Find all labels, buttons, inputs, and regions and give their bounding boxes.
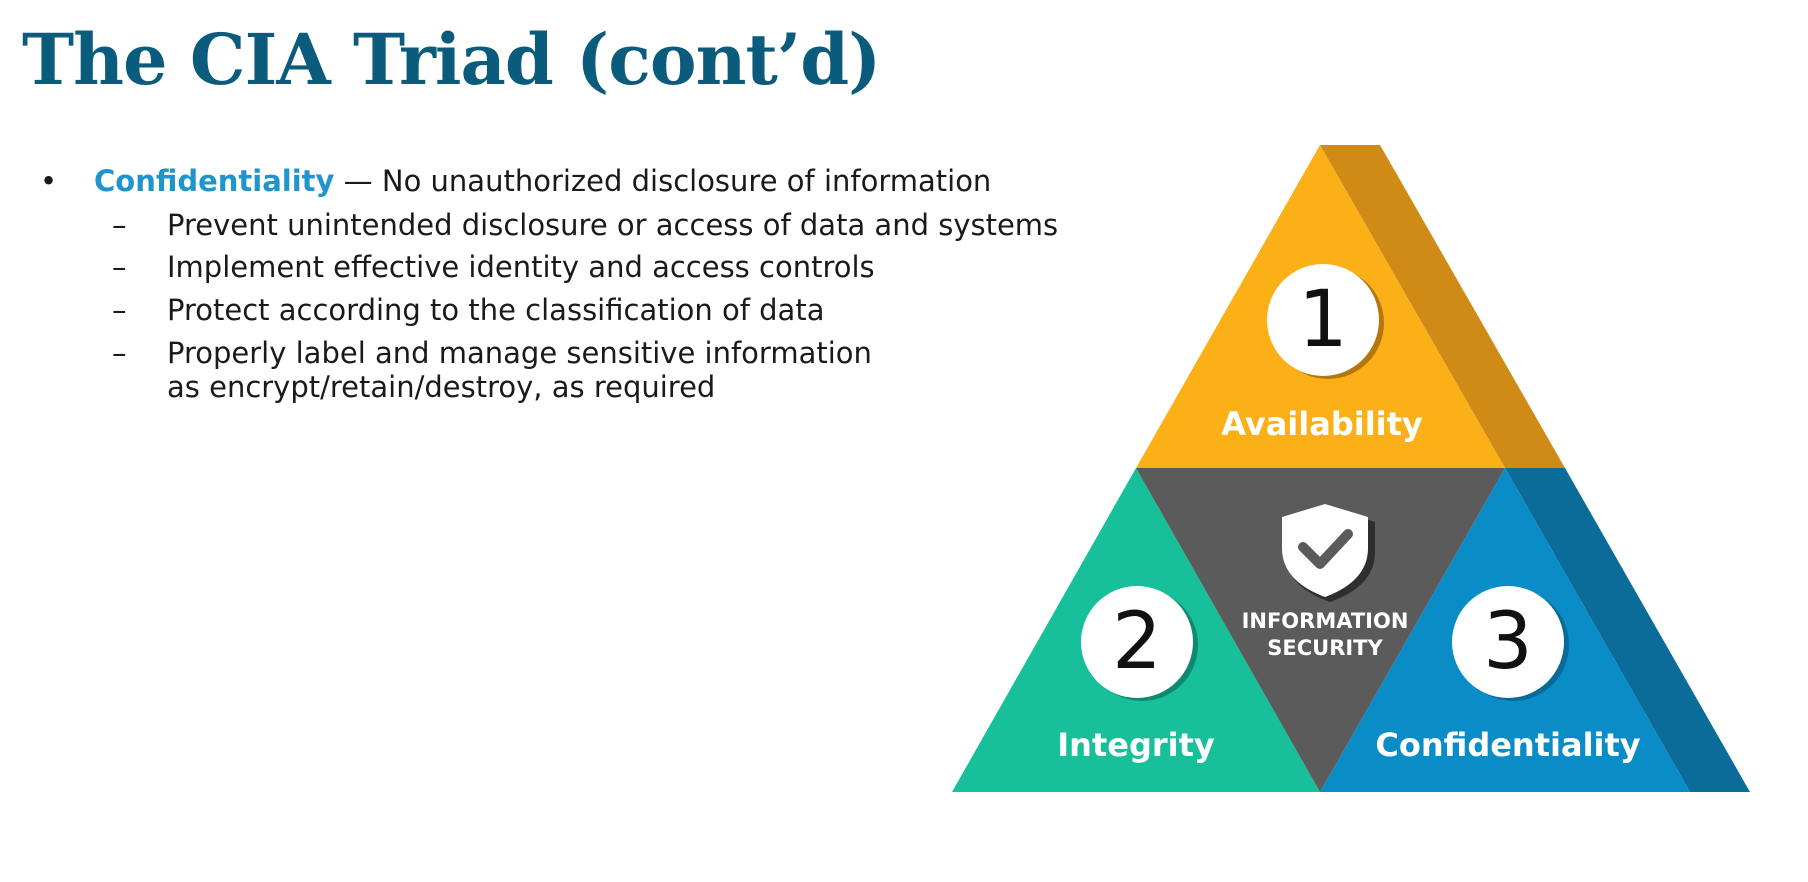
slide-title: The CIA Triad (cont’d) (22, 18, 881, 101)
availability-shade (1320, 145, 1565, 468)
triad-graphic (952, 145, 1750, 792)
bullet-term: Confidentiality (94, 164, 335, 198)
bullet-list: • Confidentiality — No unauthorized disc… (0, 0, 1100, 420)
number-badge-3: 3 (1452, 586, 1564, 698)
center-label-line-1: INFORMATION (1241, 609, 1409, 633)
sub-bullet-text: Implement effective identity and access … (167, 250, 875, 284)
information-security-segment (1136, 468, 1505, 792)
integrity-label: Integrity (1057, 726, 1215, 764)
sub-bullet-dash: – (112, 250, 127, 284)
shield-check-icon (1282, 504, 1375, 602)
number-badge-2: 2 (1081, 586, 1193, 698)
information-security-label: INFORMATION SECURITY (1205, 608, 1445, 662)
confidentiality-label: Confidentiality (1375, 726, 1641, 764)
bullet-dot: • (40, 164, 58, 198)
center-label-line-2: SECURITY (1267, 636, 1383, 660)
availability-label: Availability (1221, 405, 1423, 443)
sub-bullet-text: Prevent unintended disclosure or access … (167, 208, 1059, 242)
sub-bullet-dash: – (112, 336, 127, 370)
sub-bullet-text: Protect according to the classification … (167, 293, 825, 327)
cia-triad-diagram: 1 2 3 Availability Integrity Confidentia… (940, 140, 1760, 800)
bullet-text: — No unauthorized disclosure of informat… (334, 164, 992, 198)
confidentiality-shade (1505, 468, 1750, 792)
sub-bullet-dash: – (112, 293, 127, 327)
sub-bullet-text: Properly label and manage sensitive info… (167, 336, 872, 370)
number-badge-1: 1 (1267, 264, 1379, 376)
sub-bullet-dash: – (112, 208, 127, 242)
bullet-body: Confidentiality — No unauthorized disclo… (94, 160, 991, 202)
sub-bullet-text: as encrypt/retain/destroy, as required (167, 370, 716, 404)
